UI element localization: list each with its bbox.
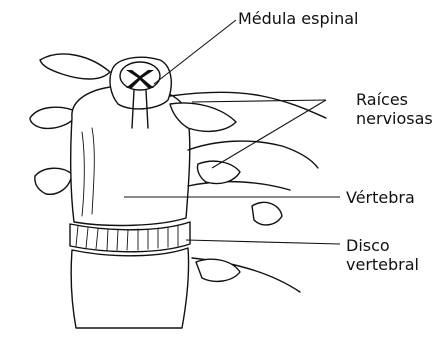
leader-raices-b [212, 100, 326, 168]
label-vertebra: Vértebra [346, 188, 415, 207]
nerve-root-lower [188, 182, 290, 190]
leader-medula [154, 20, 236, 84]
label-vertebral-disc: Disco vertebral [346, 236, 419, 274]
label-nerve-roots-line2: nerviosas [356, 109, 433, 128]
label-spinal-cord-text: Médula espinal [238, 9, 358, 28]
label-nerve-roots: Raíces nerviosas [356, 90, 433, 128]
leader-raices-a [192, 100, 326, 102]
lower-vertebra-body [71, 248, 188, 328]
right-lower-process [252, 202, 282, 225]
left-articular-process [30, 107, 78, 128]
intervertebral-disc [70, 222, 190, 252]
left-transverse-process-upper [40, 54, 110, 79]
leader-disco [186, 240, 340, 244]
label-vertebral-disc-line1: Disco [346, 236, 419, 255]
label-vertebral-disc-line2: vertebral [346, 255, 419, 274]
right-bottom-process [196, 259, 240, 281]
label-nerve-roots-line1: Raíces [356, 90, 433, 109]
label-vertebra-text: Vértebra [346, 188, 415, 207]
label-spinal-cord: Médula espinal [238, 9, 358, 28]
left-lower-process [35, 168, 72, 194]
